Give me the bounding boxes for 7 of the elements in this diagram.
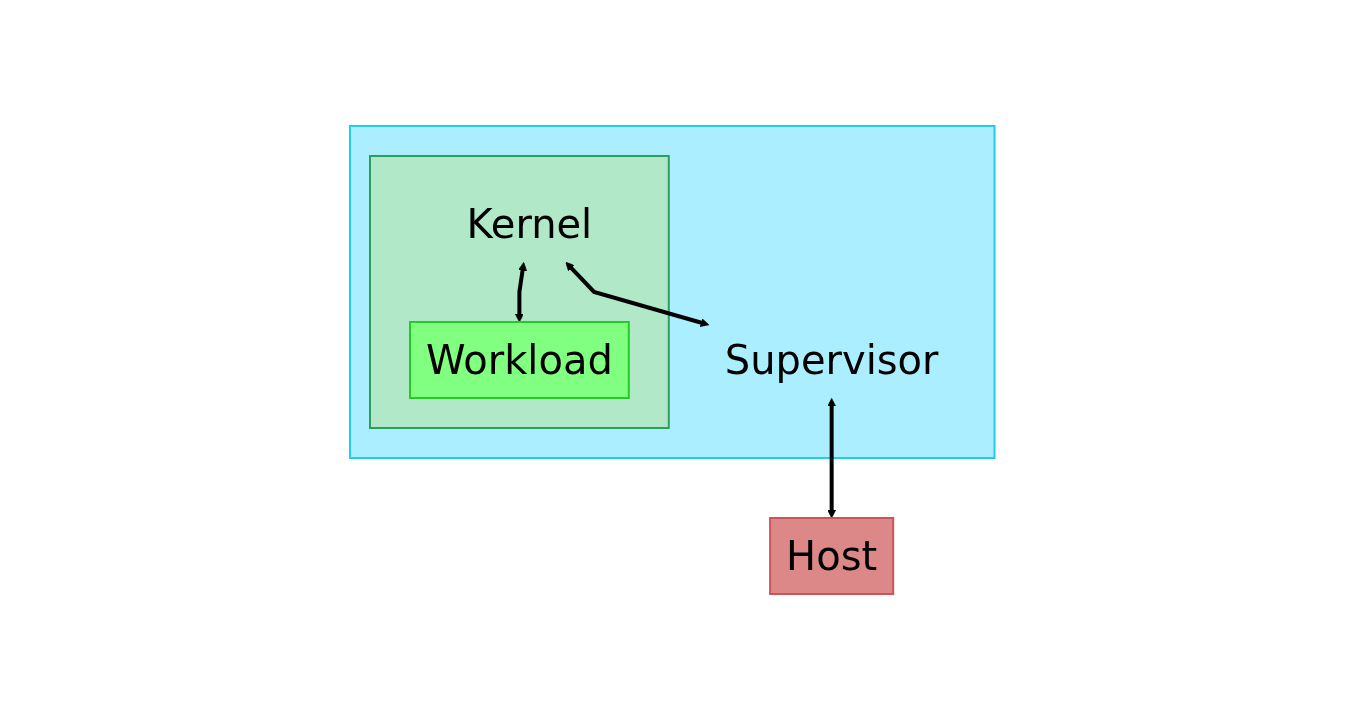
text-label: Kernel [466, 200, 593, 247]
process-box: Workload [409, 320, 630, 399]
text-label: Supervisor [725, 336, 939, 383]
process-box: Host [769, 516, 895, 595]
double-arrow [565, 261, 710, 327]
double-arrow [515, 261, 528, 322]
double-arrow [827, 397, 837, 518]
